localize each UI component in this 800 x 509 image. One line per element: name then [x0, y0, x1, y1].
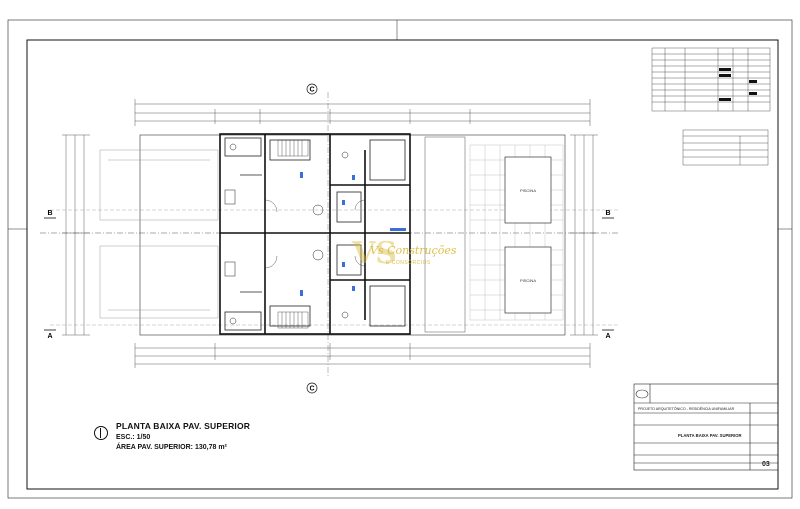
pool-label-top: PISCINA — [520, 188, 536, 193]
drawing-title: PLANTA BAIXA PAV. SUPERIOR — [116, 421, 251, 431]
drawing-scale: ESC.: 1/50 — [116, 434, 151, 441]
staircase-top — [277, 139, 309, 157]
left-dimensions — [62, 134, 90, 336]
svg-text:B: B — [605, 210, 610, 217]
top-dimensions — [134, 99, 591, 126]
section-marker-a-right: A — [602, 329, 614, 340]
pool-top — [504, 156, 552, 224]
title-block-sheet-number: 03 — [762, 461, 770, 468]
schedule-table-fills — [719, 68, 757, 101]
section-marker-b-left: B — [44, 210, 56, 219]
section-marker-c-bottom: C — [306, 382, 318, 394]
sheet-border — [26, 39, 779, 490]
blue-fixtures — [300, 172, 406, 296]
lot-boundary — [139, 134, 566, 336]
staircase-bottom — [277, 311, 309, 329]
schedule-table — [651, 47, 771, 112]
areas-table — [682, 129, 769, 166]
door-swings — [264, 199, 366, 269]
title-block — [633, 383, 779, 471]
drawing-area: ÁREA PAV. SUPERIOR: 130,78 m² — [116, 444, 227, 451]
svg-text:A: A — [47, 333, 52, 340]
bottom-dimensions — [134, 343, 591, 368]
svg-text:B: B — [47, 210, 52, 217]
section-marker-c-top: C — [306, 83, 318, 95]
section-marker-b-right: B — [602, 210, 614, 219]
right-dimensions — [570, 134, 598, 336]
left-roof-area — [99, 149, 219, 319]
svg-text:C: C — [309, 386, 314, 393]
terrace — [424, 136, 466, 333]
svg-text:A: A — [605, 333, 610, 340]
outer-frame — [7, 19, 793, 499]
pool-bottom — [504, 246, 552, 314]
pool-label-bottom: PISCINA — [520, 278, 536, 283]
svg-text:C: C — [309, 87, 314, 94]
building-walls — [219, 133, 411, 335]
interior-partitions — [224, 137, 406, 331]
north-arrow-icon — [94, 426, 108, 440]
title-block-project: PROJETO ARQUITETÔNICO - RESIDÊNCIA UNIFA… — [638, 406, 735, 411]
bathroom-fixtures — [224, 143, 349, 325]
title-block-content: PLANTA BAIXA PAV. SUPERIOR — [678, 433, 742, 438]
company-logo — [635, 389, 649, 399]
section-marker-a-left: A — [44, 329, 56, 340]
